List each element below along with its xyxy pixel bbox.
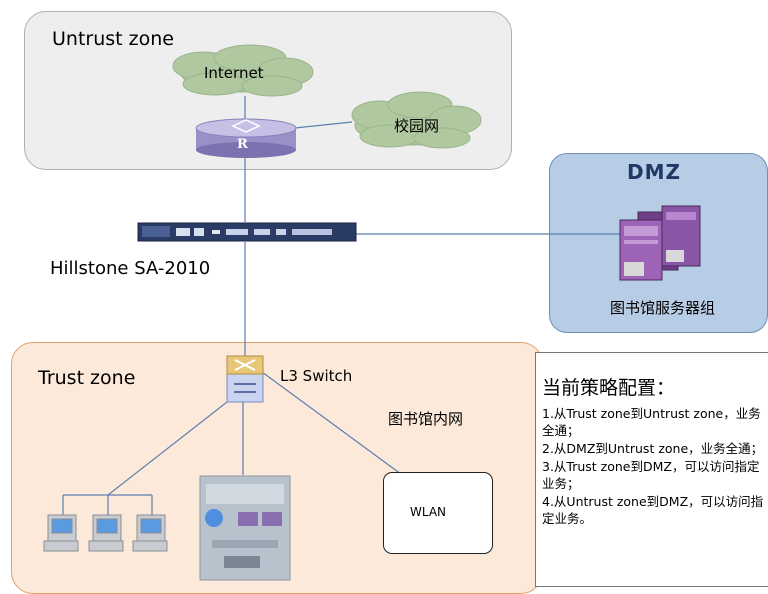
svg-text:R: R [237,137,248,152]
policy-panel: 当前策略配置： 1.从Trust zone到Untrust zone，业务全通；… [535,352,768,587]
policy-title: 当前策略配置： [542,377,676,399]
link-router-campus [294,121,353,129]
policy-list: 1.从Trust zone到Untrust zone，业务全通； 2.从DMZ到… [542,405,764,528]
firewall-device-icon [137,222,357,242]
policy-item: 3.从Trust zone到DMZ，可以访问指定业务； [542,459,760,491]
policy-item: 2.从DMZ到Untrust zone，业务全通； [542,441,764,456]
server-group-label: 图书馆服务器组 [610,299,716,317]
link-switch-wlan [261,371,421,489]
firewall-label: Hillstone SA-2010 [50,258,211,279]
l3-switch-label: L3 Switch [280,367,353,385]
link-switch-pcs [107,394,237,496]
trust-zone-title: Trust zone [38,367,136,389]
library-lan-label: 图书馆内网 [388,410,464,428]
wlan-group [383,472,493,554]
policy-item: 4.从Untrust zone到DMZ，可以访问指定业务。 [542,494,764,526]
server-group-icon [619,205,701,281]
internet-label: Internet [204,64,264,82]
links [62,96,620,515]
campus-cloud-icon [351,91,482,149]
pc-icons [43,514,168,552]
l3-switch-icon [226,355,264,403]
policy-item: 1.从Trust zone到Untrust zone，业务全通； [542,406,761,438]
wlan-label: WLAN [410,505,447,519]
internet-cloud-icon [172,44,314,97]
library-building-icon [199,475,291,581]
router-icon: R [195,118,297,158]
untrust-zone-title: Untrust zone [52,28,174,50]
dmz-zone-title: DMZ [627,160,682,184]
campus-network-label: 校园网 [394,117,440,135]
